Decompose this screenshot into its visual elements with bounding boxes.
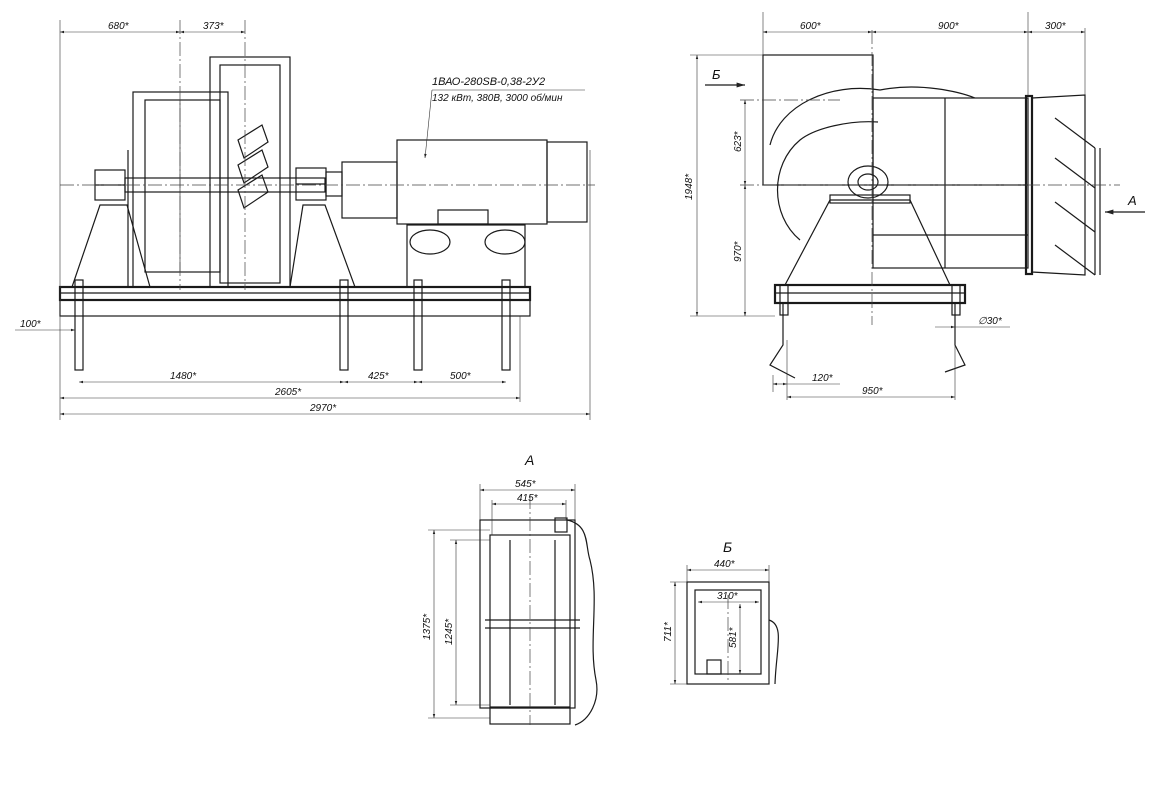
dim-425: 425* <box>368 371 390 382</box>
dim-680: 680* <box>108 21 130 32</box>
coupling <box>325 171 343 197</box>
dim-415: 415* <box>517 493 539 504</box>
dim-900: 900* <box>938 21 960 32</box>
arrow-b-label: Б <box>712 67 721 82</box>
left-pedestal <box>71 169 151 288</box>
dim-373: 373* <box>203 21 225 32</box>
dim-100: 100* <box>20 319 42 330</box>
dim-1480: 1480* <box>170 371 197 382</box>
dim-120: 120* <box>812 373 834 384</box>
discharge-transition <box>1031 94 1086 276</box>
protective-grid <box>1054 117 1101 276</box>
dim-30: ∅30* <box>978 316 1003 327</box>
side-bolt-left <box>769 303 796 379</box>
outlet-housing <box>872 97 1029 269</box>
dim-711: 711* <box>663 621 674 642</box>
base-frame-bottom <box>59 299 531 317</box>
dim-970: 970* <box>733 240 744 262</box>
view-b: Б 440* 310* 711* 581* <box>663 539 780 685</box>
side-pedestal <box>784 199 951 286</box>
view-b-frame <box>686 581 770 685</box>
motor <box>341 139 588 288</box>
inlet-duct <box>762 54 874 186</box>
view-a-frame <box>479 519 576 709</box>
dim-300: 300* <box>1045 21 1067 32</box>
view-a: А 545* 415* 1375* 1245* <box>422 452 598 726</box>
scroll-casing <box>769 86 976 146</box>
bearing-hub <box>847 165 889 199</box>
right-pedestal <box>289 167 356 288</box>
motor-model-label: 1ВАО-280SВ-0,38-2У2 <box>432 76 545 88</box>
dim-581: 581* <box>728 626 739 648</box>
dim-310: 310* <box>717 591 739 602</box>
dim-950: 950* <box>862 386 884 397</box>
view-a-break-line <box>566 519 598 726</box>
dim-623: 623* <box>733 130 744 152</box>
dim-1375: 1375* <box>422 613 433 640</box>
dim-1245: 1245* <box>444 618 455 645</box>
dim-500: 500* <box>450 371 472 382</box>
anchor-bolts <box>74 279 511 371</box>
view-a-title: А <box>524 452 534 468</box>
arrow-a-label: А <box>1127 193 1137 208</box>
dim-440: 440* <box>714 559 736 570</box>
side-view: Б А 600* 900* 300* 1948* 623* 970* 120* … <box>684 12 1145 400</box>
dim-600: 600* <box>800 21 822 32</box>
dim-545: 545* <box>515 479 537 490</box>
motor-spec-label: 132 кВт, 380В, 3000 об/мин <box>432 92 563 104</box>
side-base <box>773 283 967 305</box>
impeller-housing <box>127 56 291 288</box>
dim-1948: 1948* <box>684 173 695 200</box>
front-view: 1ВАО-280SВ-0,38-2У2 132 кВт, 380В, 3000 … <box>15 20 595 420</box>
view-b-break-line <box>768 619 780 685</box>
view-b-title: Б <box>723 539 732 555</box>
dim-2970: 2970* <box>309 403 337 414</box>
dim-2605: 2605* <box>274 387 302 398</box>
